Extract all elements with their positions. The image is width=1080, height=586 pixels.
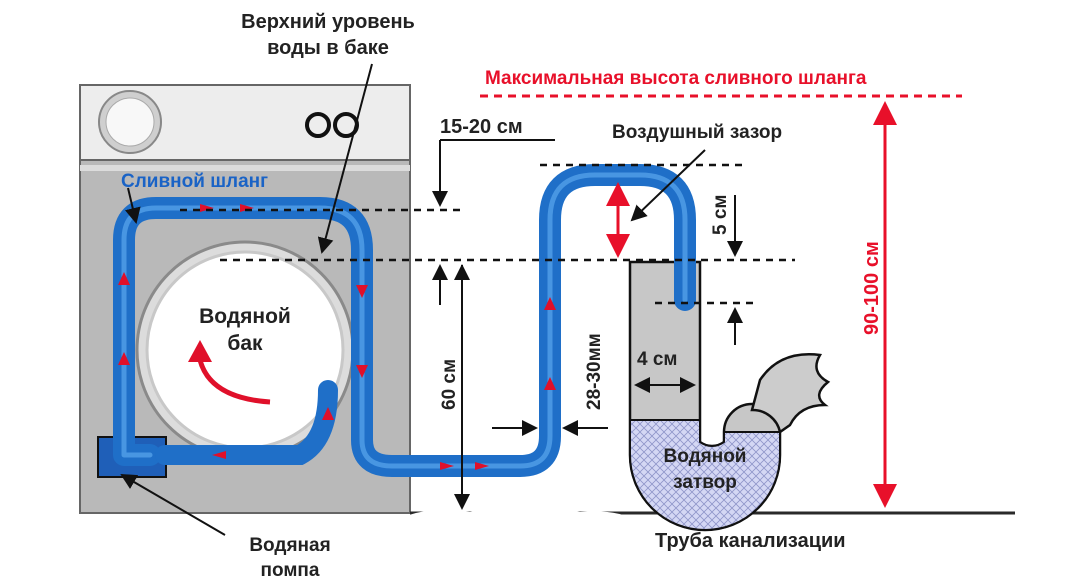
water-seal-label-2: затвор <box>673 472 737 493</box>
water-seal-siphon <box>628 260 831 532</box>
siphon-outlet <box>750 353 831 435</box>
tank-label-2: бак <box>227 332 263 355</box>
tank-label: Водяной <box>199 305 291 328</box>
level-lines <box>180 163 795 305</box>
top-water-level-label-2: воды в баке <box>267 37 389 59</box>
dim-28-30-label: 28-30мм <box>584 333 605 410</box>
top-water-level-label: Верхний уровень <box>241 11 415 33</box>
double-ring-buttons-icon <box>305 112 359 138</box>
dim-15-20-label: 15-20 см <box>440 116 523 138</box>
air-gap-label: Воздушный зазор <box>612 122 782 143</box>
water-seal-label: Водяной <box>664 446 747 467</box>
dim-90-100-label: 90-100 см <box>861 241 883 335</box>
dim-5-label: 5 см <box>710 195 731 235</box>
pump-label-2: помпа <box>261 560 320 581</box>
drain-hose <box>113 164 696 477</box>
drain-hose-label: Сливной шланг <box>121 171 268 192</box>
max-hose-height-label: Максимальная высота сливного шланга <box>485 68 867 89</box>
pump-label: Водяная <box>249 535 330 556</box>
round-knob-icon <box>98 90 162 154</box>
dim-60-label: 60 см <box>439 359 460 410</box>
dim-4-label: 4 см <box>637 349 677 370</box>
dimensions <box>120 63 743 536</box>
blank-patch <box>386 506 646 586</box>
sewer-pipe-label: Труба канализации <box>655 530 846 552</box>
flow-arrows <box>118 204 556 470</box>
red-dimensions <box>606 101 897 508</box>
curved-arrow-icon <box>188 340 271 405</box>
water-tank-door <box>135 240 355 460</box>
